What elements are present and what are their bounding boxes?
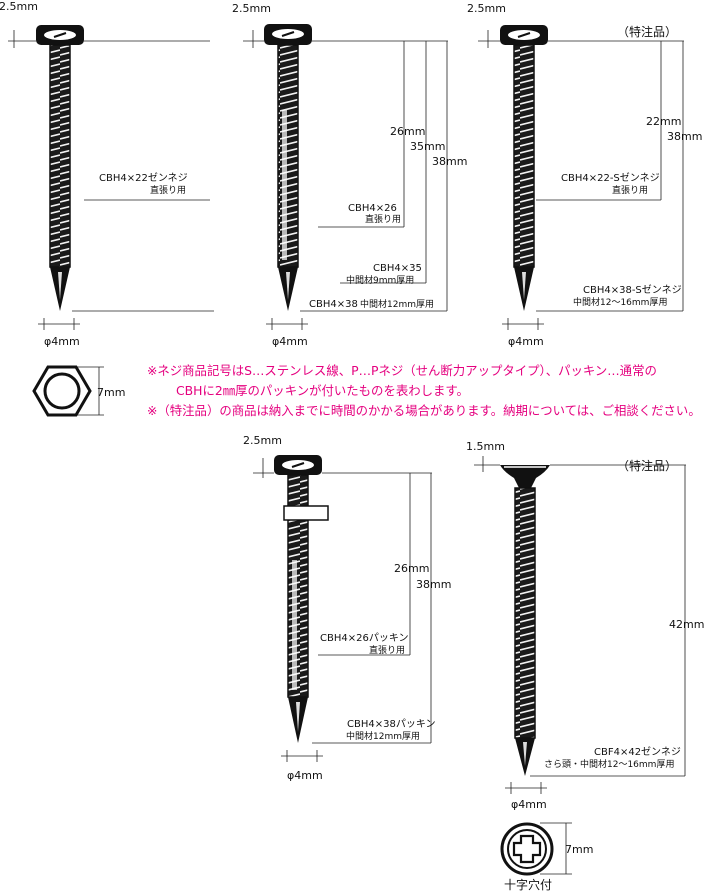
- screw3-length-22: 22mm: [646, 115, 681, 128]
- note-line-2: CBHに2㎜厚のパッキンが付いたものを表わします。: [176, 383, 469, 398]
- screw3-dimensions: [478, 30, 684, 330]
- screw2-use-35: 中間材9mm厚用: [346, 274, 414, 286]
- screw-cbh4x22: [36, 25, 84, 311]
- screw2-name-35: CBH4×35: [373, 263, 422, 274]
- hex-nut-drawing: [32, 365, 104, 417]
- screw-cbh4x26-35-38: [264, 24, 312, 311]
- screw4-dimensions: [253, 458, 432, 762]
- special-order-tag-top: （特注品）: [617, 24, 677, 39]
- screw1-dimensions: [8, 30, 214, 330]
- cross-recess-head-drawing: [500, 822, 572, 876]
- screw3-length-38: 38mm: [667, 130, 702, 143]
- screw4-use-26: 直張り用: [369, 644, 405, 656]
- screw4-length-26: 26mm: [394, 562, 429, 575]
- screw3-head-label: 2.5mm: [467, 2, 506, 15]
- screw4-name-38: CBH4×38パッキン: [347, 718, 436, 730]
- screw2-use-26: 直張り用: [365, 213, 401, 225]
- screw3-name-38: CBH4×38-Sゼンネジ: [583, 284, 682, 296]
- screw5-name: CBF4×42ゼンネジ: [594, 746, 681, 758]
- hex-nut-width-label: 7mm: [97, 386, 125, 399]
- screw2-head-label: 2.5mm: [232, 2, 271, 15]
- screw1-use: 直張り用: [150, 184, 186, 196]
- screw5-head-label: 1.5mm: [466, 440, 505, 453]
- screw5-use: さら頭・中間材12〜16mm厚用: [544, 758, 674, 770]
- screw2-dimensions: [243, 30, 448, 330]
- packing-washer: [283, 505, 329, 521]
- screw3-name-22: CBH4×22-Sゼンネジ: [561, 172, 660, 184]
- screw4-name-26: CBH4×26パッキン: [320, 632, 409, 644]
- screw4-dia-label: φ4mm: [287, 769, 323, 782]
- screw4-use-38: 中間材12mm厚用: [346, 730, 420, 742]
- screw2-name-38: CBH4×38: [309, 299, 358, 310]
- screw2-length-38: 38mm: [432, 155, 467, 168]
- screw-cbh4-packing: [274, 455, 329, 743]
- screw1-dia-label: φ4mm: [44, 335, 80, 348]
- screw5-dimensions: [474, 456, 686, 794]
- screw5-length-42: 42mm: [669, 618, 704, 631]
- cross-recess-width-label: 7mm: [565, 843, 593, 856]
- screw3-use-22: 直張り用: [612, 184, 648, 196]
- screw5-dia-label: φ4mm: [511, 798, 547, 811]
- screw1-name: CBH4×22ゼンネジ: [99, 172, 188, 184]
- screw2-dia-label: φ4mm: [272, 335, 308, 348]
- screw2-length-35: 35mm: [410, 140, 445, 153]
- screw-cbh4-s: [500, 25, 548, 311]
- cross-recess-caption: 十字穴付: [504, 877, 552, 892]
- screw2-name-26: CBH4×26: [348, 203, 397, 214]
- note-line-1: ※ネジ商品記号はS…ステンレス線、P…Pネジ（せん断力アップタイプ）、パッキン……: [147, 363, 657, 378]
- screw-cbf4x42: [500, 465, 550, 776]
- screw2-use-38: 中間材12mm厚用: [360, 298, 434, 310]
- screw4-length-38: 38mm: [416, 578, 451, 591]
- note-line-3: ※（特注品）の商品は納入までに時間のかかる場合があります。納期については、ご相談…: [147, 403, 701, 418]
- screw4-head-label: 2.5mm: [243, 434, 282, 447]
- special-order-tag-bottom: （特注品）: [617, 458, 677, 473]
- screw1-head-label: 2.5mm: [0, 0, 38, 13]
- screw3-use-38: 中間材12〜16mm厚用: [573, 296, 667, 308]
- screw2-length-26: 26mm: [390, 125, 425, 138]
- screw3-dia-label: φ4mm: [508, 335, 544, 348]
